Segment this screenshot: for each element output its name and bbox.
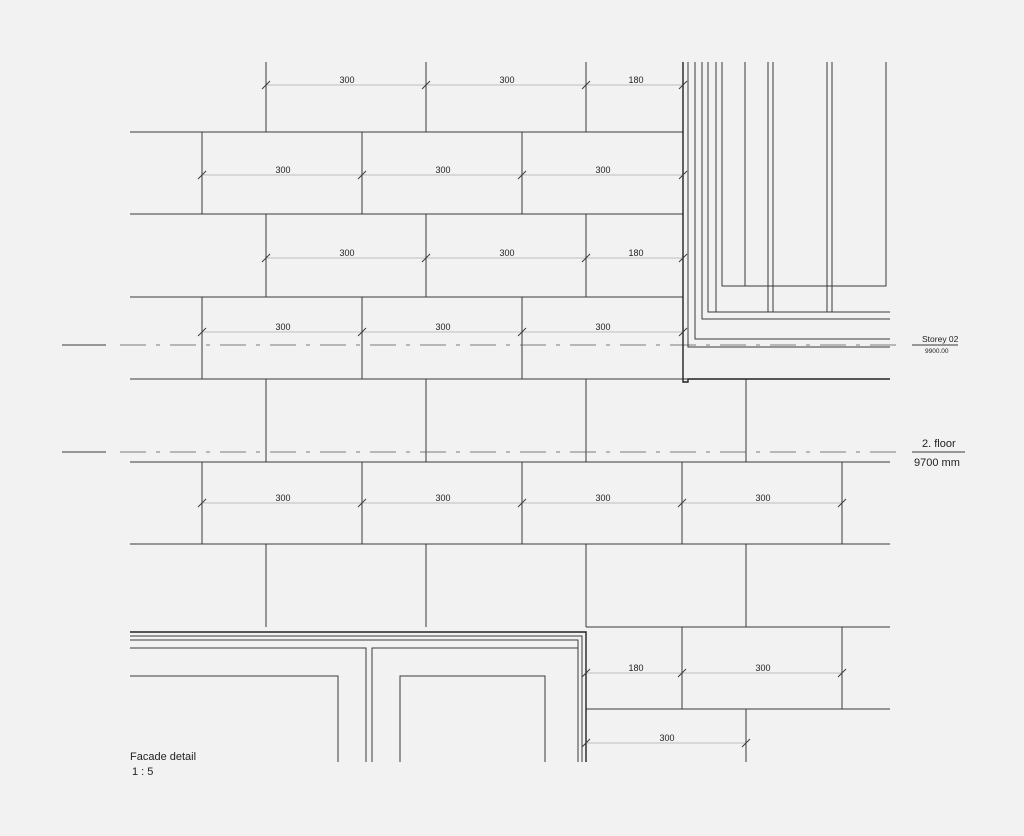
dimension-label: 300 — [499, 248, 514, 258]
dimension-tick — [517, 498, 527, 508]
dimension-tick — [261, 253, 271, 263]
dimension-tick — [677, 498, 687, 508]
dimension-tick — [421, 253, 431, 263]
head-joints — [201, 62, 843, 762]
dimension-label: 300 — [755, 493, 770, 503]
dimension-lines — [197, 80, 847, 748]
dimension-label: 300 — [595, 493, 610, 503]
dimension-tick — [197, 327, 207, 337]
dimension-labels: 300 300 180 300 300 300 300 300 180 300 … — [275, 75, 770, 743]
storey-level-elevation: 9900.00 — [925, 348, 949, 355]
floor-level-name: 2. floor — [922, 438, 956, 450]
storey-level-name: Storey 02 — [922, 334, 959, 344]
dimension-label: 180 — [628, 75, 643, 85]
level-lines — [62, 344, 965, 453]
dimension-tick — [837, 668, 847, 678]
window-frame-upper — [682, 62, 890, 383]
dimension-label: 300 — [435, 493, 450, 503]
frame-layer — [701, 62, 890, 320]
frame-layer — [694, 62, 890, 340]
bed-joints — [130, 131, 890, 710]
dimension-tick — [197, 170, 207, 180]
dimension-label: 180 — [628, 663, 643, 673]
dimension-tick — [357, 327, 367, 337]
drawing-scale: 1 : 5 — [132, 766, 153, 778]
dimension-label: 300 — [595, 165, 610, 175]
frame-layer — [130, 639, 579, 762]
dimension-tick — [677, 668, 687, 678]
sash-right-outer — [371, 647, 578, 762]
dimension-tick — [581, 668, 591, 678]
dimension-tick — [197, 498, 207, 508]
dimension-tick — [517, 327, 527, 337]
dimension-tick — [581, 80, 591, 90]
dimension-label: 300 — [275, 165, 290, 175]
glazing-bead — [721, 62, 887, 287]
dimension-tick — [678, 170, 688, 180]
dimension-label: 300 — [659, 733, 674, 743]
dimension-tick — [581, 253, 591, 263]
dimension-tick — [741, 738, 751, 748]
dimension-label: 300 — [595, 322, 610, 332]
frame-layer — [130, 635, 583, 762]
dimension-label: 300 — [339, 248, 354, 258]
dimension-label: 300 — [275, 493, 290, 503]
frame-outer — [682, 62, 890, 383]
dimension-label: 300 — [275, 322, 290, 332]
dimension-tick — [678, 253, 688, 263]
dimension-label: 300 — [339, 75, 354, 85]
dimension-tick — [678, 80, 688, 90]
dimension-tick — [261, 80, 271, 90]
dimension-tick — [421, 80, 431, 90]
dimension-label: 300 — [499, 75, 514, 85]
frame-layer — [687, 62, 890, 348]
dimension-label: 300 — [755, 663, 770, 673]
dimension-tick — [678, 327, 688, 337]
dimension-label: 300 — [435, 165, 450, 175]
dimension-tick — [357, 498, 367, 508]
dimension-tick — [517, 170, 527, 180]
sash-left-outer — [130, 647, 367, 762]
frame-layer — [707, 62, 890, 313]
dimension-tick — [581, 738, 591, 748]
sash-left-inner — [130, 675, 339, 762]
window-frame-lower — [130, 631, 587, 762]
dimension-tick — [837, 498, 847, 508]
frame-outer — [130, 631, 587, 762]
dimension-label: 300 — [435, 322, 450, 332]
floor-level-elevation: 9700 mm — [914, 457, 960, 469]
dimension-tick — [357, 170, 367, 180]
sash-right-inner — [399, 675, 546, 762]
dimension-label: 180 — [628, 248, 643, 258]
drawing-title: Facade detail — [130, 751, 196, 763]
